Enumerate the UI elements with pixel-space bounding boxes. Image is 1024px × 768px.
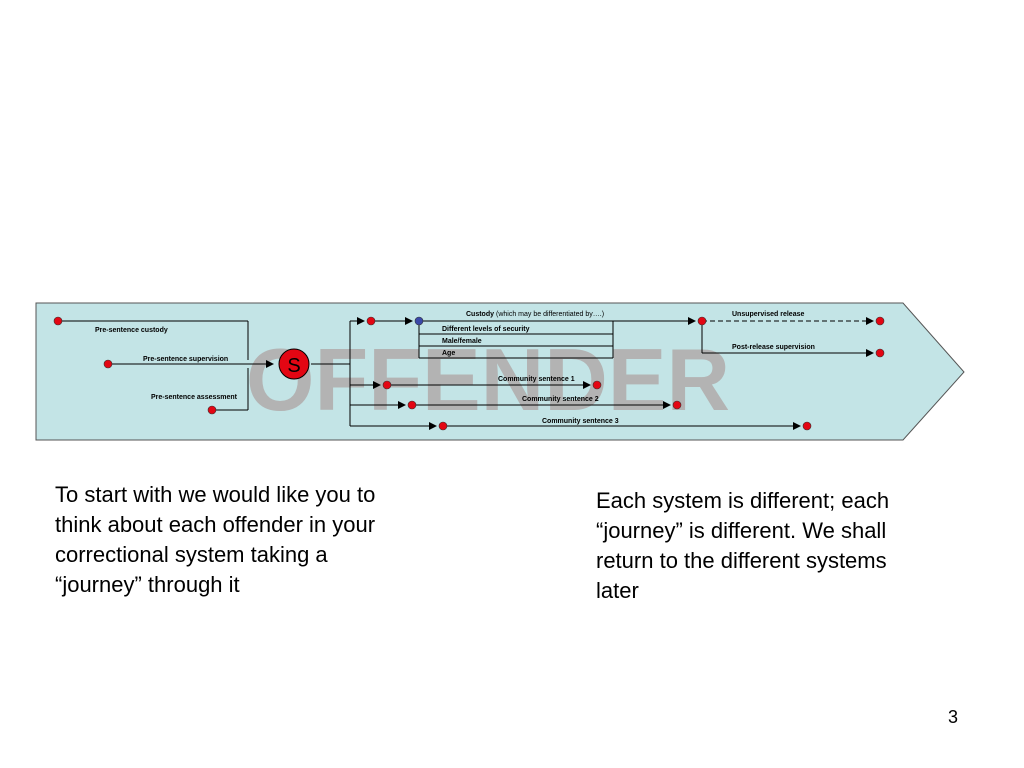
node-unsupervised-release-end (875, 316, 885, 326)
node-community-2-start (407, 400, 417, 410)
node-custody (414, 316, 424, 326)
node-pre-sentence-assessment (207, 405, 217, 415)
node-pre-sentence-custody (53, 316, 63, 326)
node-release (697, 316, 707, 326)
systems-paragraph: Each system is different; each “journey”… (596, 488, 890, 603)
label-pre-sentence-assessment: Pre-sentence assessment (151, 394, 238, 401)
page-number: 3 (948, 707, 959, 727)
sentencing-hub (278, 348, 310, 380)
nodes (53, 316, 885, 431)
node-community-1-start (382, 380, 392, 390)
node-custody-entry (366, 316, 376, 326)
node-community-3-end (802, 421, 812, 431)
label-community-sentence-3: Community sentence 3 (542, 418, 619, 425)
label-custody-note: (which may be differentiated by….) (496, 311, 604, 318)
label-pre-sentence-supervision: Pre-sentence supervision (143, 356, 228, 363)
connector-lines (58, 317, 874, 430)
node-community-3-start (438, 421, 448, 431)
sentencing-hub-letter: S (287, 355, 300, 377)
node-pre-sentence-supervision (103, 359, 113, 369)
label-security-levels: Different levels of security (442, 326, 530, 333)
node-community-1-end (592, 380, 602, 390)
intro-paragraph: To start with we would like you to think… (55, 482, 376, 597)
watermark-text: OFFENDER (246, 330, 730, 429)
label-community-sentence-2: Community sentence 2 (522, 396, 599, 403)
label-age: Age (442, 350, 455, 357)
label-community-sentence-1: Community sentence 1 (498, 376, 575, 383)
label-custody: Custody(which may be differentiated by….… (466, 311, 604, 318)
label-male-female: Male/female (442, 338, 482, 345)
node-community-2-end (672, 400, 682, 410)
label-pre-sentence-custody: Pre-sentence custody (95, 327, 168, 334)
label-unsupervised-release: Unsupervised release (732, 311, 804, 318)
node-post-release-end (875, 348, 885, 358)
diagram-background (35, 302, 965, 441)
label-post-release-supervision: Post-release supervision (732, 344, 815, 351)
label-custody-title: Custody (466, 311, 494, 318)
